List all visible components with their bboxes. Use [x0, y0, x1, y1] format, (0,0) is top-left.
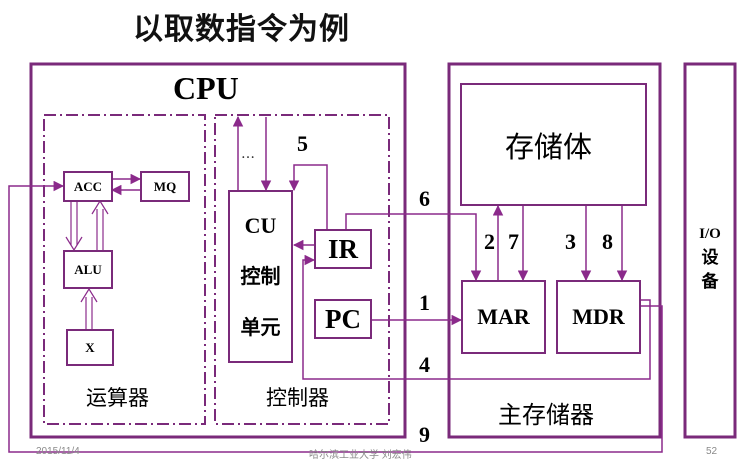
cu-block: CU 控制 单元 [228, 190, 293, 363]
storage-label: 存储体 [505, 130, 593, 164]
mq-label: MQ [153, 178, 177, 194]
footer-date: 2015/11/4 [36, 446, 80, 457]
acc-label: ACC [73, 178, 103, 194]
ellipsis: … [241, 146, 257, 162]
pc-register: PC [314, 299, 372, 339]
io-device-label: I/O 设 备 [686, 222, 734, 294]
x-register: X [66, 329, 114, 366]
cu-control-label: 控制 [240, 264, 281, 289]
io-frame [683, 62, 737, 439]
acc-register: ACC [63, 171, 113, 202]
storage-frame [460, 83, 647, 206]
slide-title: 以取数指令为例 [133, 12, 350, 47]
control-unit-label: 控制器 [266, 386, 329, 410]
step-number-8: 8 [602, 229, 613, 254]
io-device-char2: 备 [701, 272, 719, 292]
memory-frame [447, 62, 662, 439]
alu-label: ALU [74, 261, 102, 277]
footer-page-number: 52 [706, 446, 718, 457]
step-number-4: 4 [419, 352, 430, 377]
pc-label: PC [325, 303, 361, 334]
mq-register: MQ [140, 171, 190, 202]
cpu-label: CPU [173, 70, 239, 106]
main-memory-label: 主存储器 [498, 401, 594, 429]
footer-center: 哈尔滨工业大学 刘宏伟 [309, 450, 412, 461]
alu-unit-label: 运算器 [86, 386, 149, 410]
alu-block: ALU [63, 250, 113, 289]
mdr-label: MDR [572, 304, 625, 329]
ir-label: IR [327, 233, 358, 264]
cu-unit-label: 单元 [240, 315, 281, 340]
step-number-9: 9 [419, 422, 430, 447]
step-number-2: 2 [484, 229, 495, 254]
io-label: I/O [699, 226, 721, 242]
step-number-1: 1 [419, 290, 430, 315]
alu-unit-frame [43, 114, 206, 425]
cu-label: CU [244, 212, 277, 238]
mar-register: MAR [461, 280, 546, 354]
step-number-5: 5 [297, 131, 308, 156]
mdr-register: MDR [556, 280, 641, 354]
mar-label: MAR [477, 304, 530, 329]
step-number-3: 3 [565, 229, 576, 254]
x-label: X [85, 339, 95, 355]
ir-register: IR [314, 229, 372, 269]
cpu-frame [29, 62, 407, 439]
step-number-7: 7 [508, 229, 519, 254]
io-device-char1: 设 [701, 248, 719, 268]
step-number-6: 6 [419, 186, 430, 211]
